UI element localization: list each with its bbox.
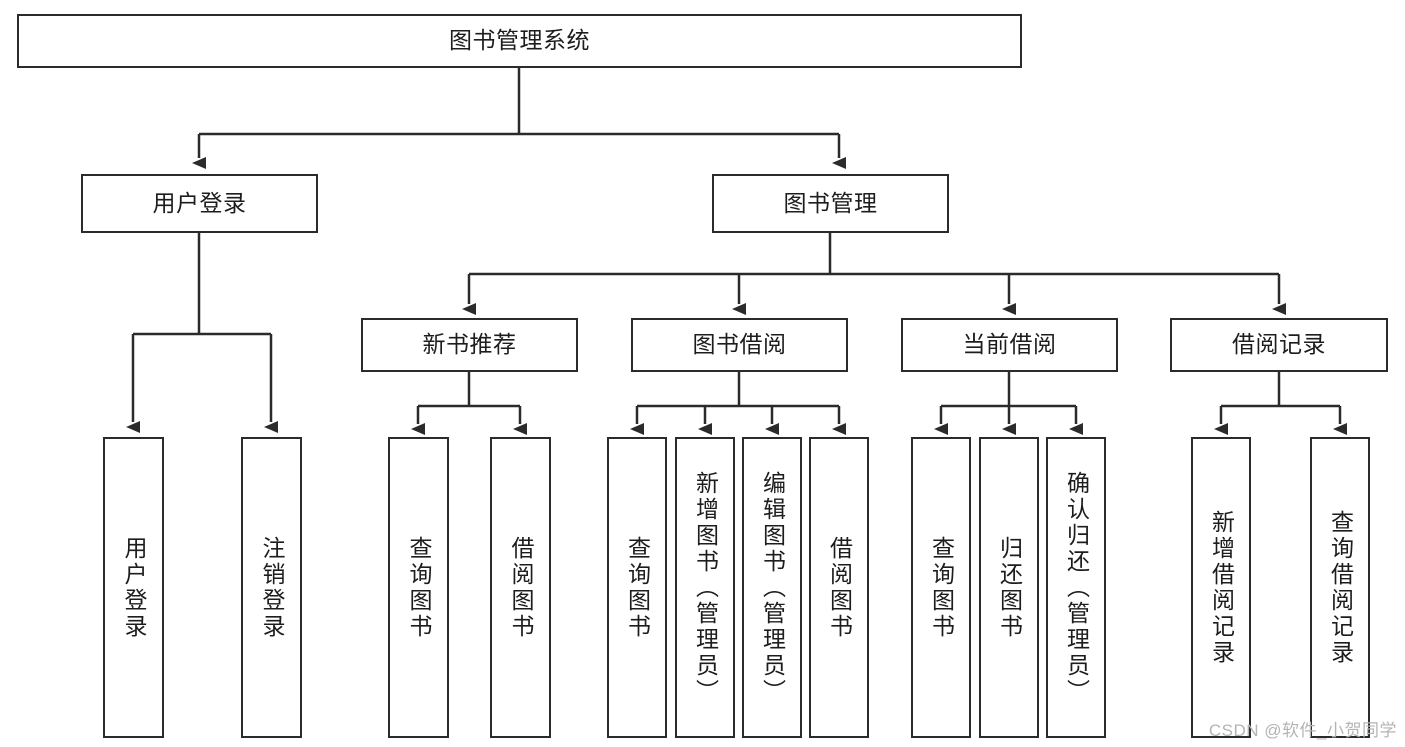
leaf-bb-edit-book-label: 编辑图书（管理员）	[759, 470, 786, 705]
leaf-logout-label: 注销登录	[259, 535, 285, 640]
leaf-cb-confirm-return[interactable]: 确认归还（管理员）	[1046, 437, 1106, 738]
leaf-bb-borrow-book[interactable]: 借阅图书	[809, 437, 869, 738]
leaf-br-query-record[interactable]: 查询借阅记录	[1310, 437, 1370, 738]
leaf-cb-confirm-return-label: 确认归还（管理员）	[1063, 470, 1090, 705]
node-new-book-recommend[interactable]: 新书推荐	[361, 318, 578, 372]
node-book-borrow[interactable]: 图书借阅	[631, 318, 848, 372]
node-user-login-label: 用户登录	[152, 189, 247, 216]
leaf-logout[interactable]: 注销登录	[241, 437, 302, 738]
leaf-nb-borrow-book-label: 借阅图书	[508, 535, 534, 640]
leaf-nb-query-book-label: 查询图书	[406, 535, 432, 640]
leaf-nb-borrow-book[interactable]: 借阅图书	[490, 437, 551, 738]
leaf-br-add-record[interactable]: 新增借阅记录	[1191, 437, 1251, 738]
leaf-cb-return-book-label: 归还图书	[996, 535, 1023, 640]
leaf-user-login-label: 用户登录	[121, 535, 147, 640]
node-new-book-recommend-label: 新书推荐	[422, 331, 517, 358]
leaf-user-login[interactable]: 用户登录	[103, 437, 164, 738]
node-book-borrow-label: 图书借阅	[692, 331, 787, 358]
node-book-manage[interactable]: 图书管理	[712, 174, 949, 233]
leaf-nb-query-book[interactable]: 查询图书	[388, 437, 449, 738]
node-current-borrow-label: 当前借阅	[962, 331, 1057, 358]
leaf-cb-query-book-label: 查询图书	[928, 535, 955, 640]
leaf-bb-borrow-book-label: 借阅图书	[826, 535, 853, 640]
csdn-watermark: CSDN @软件_小贺同学	[1208, 721, 1397, 740]
leaf-bb-query-book[interactable]: 查询图书	[607, 437, 667, 738]
node-borrow-record[interactable]: 借阅记录	[1170, 318, 1388, 372]
leaf-bb-query-book-label: 查询图书	[624, 535, 651, 640]
leaf-bb-add-book-label: 新增图书（管理员）	[692, 470, 719, 705]
leaf-bb-edit-book[interactable]: 编辑图书（管理员）	[742, 437, 802, 738]
node-current-borrow[interactable]: 当前借阅	[901, 318, 1118, 372]
leaf-br-add-record-label: 新增借阅记录	[1208, 509, 1235, 666]
node-root[interactable]: 图书管理系统	[17, 14, 1022, 68]
leaf-bb-add-book[interactable]: 新增图书（管理员）	[675, 437, 735, 738]
leaf-br-query-record-label: 查询借阅记录	[1327, 509, 1354, 666]
node-root-label: 图书管理系统	[449, 27, 590, 54]
node-borrow-record-label: 借阅记录	[1232, 331, 1326, 358]
leaf-cb-query-book[interactable]: 查询图书	[911, 437, 971, 738]
leaf-cb-return-book[interactable]: 归还图书	[979, 437, 1039, 738]
node-user-login[interactable]: 用户登录	[81, 174, 318, 233]
node-book-manage-label: 图书管理	[783, 189, 878, 216]
